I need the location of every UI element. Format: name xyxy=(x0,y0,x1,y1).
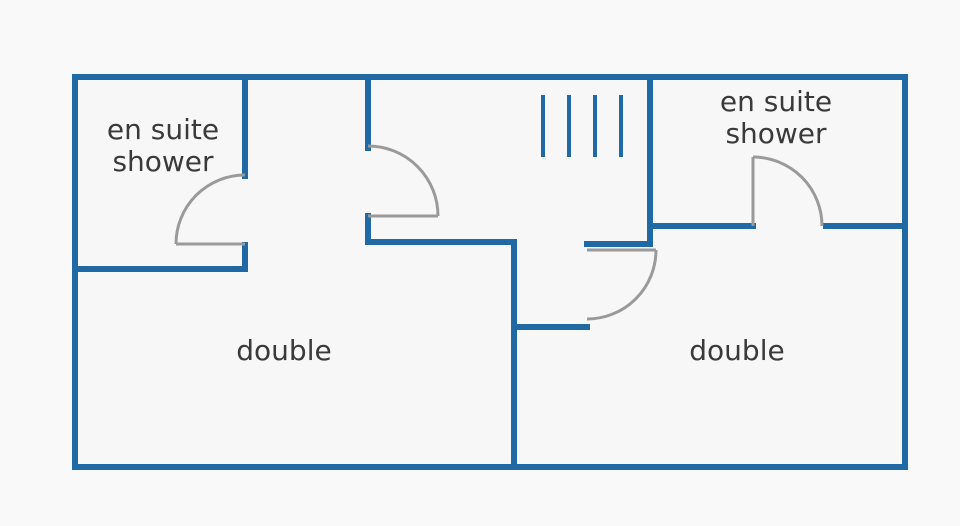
ensuite-right-label-line1: en suite xyxy=(720,85,832,118)
ensuite-left-label-line2: shower xyxy=(112,145,214,178)
stairs xyxy=(541,95,623,157)
ensuite-left-label-line1: en suite xyxy=(107,113,219,146)
doors xyxy=(174,144,824,321)
door-double-left xyxy=(367,144,440,218)
ensuite-right-label-line2: shower xyxy=(725,117,827,150)
double-right-label: double xyxy=(689,334,784,367)
door-ensuite-right xyxy=(751,155,824,227)
walls xyxy=(72,74,908,470)
double-left-label: double xyxy=(236,334,331,367)
door-ensuite-left xyxy=(174,173,246,246)
door-double-right xyxy=(586,248,658,321)
